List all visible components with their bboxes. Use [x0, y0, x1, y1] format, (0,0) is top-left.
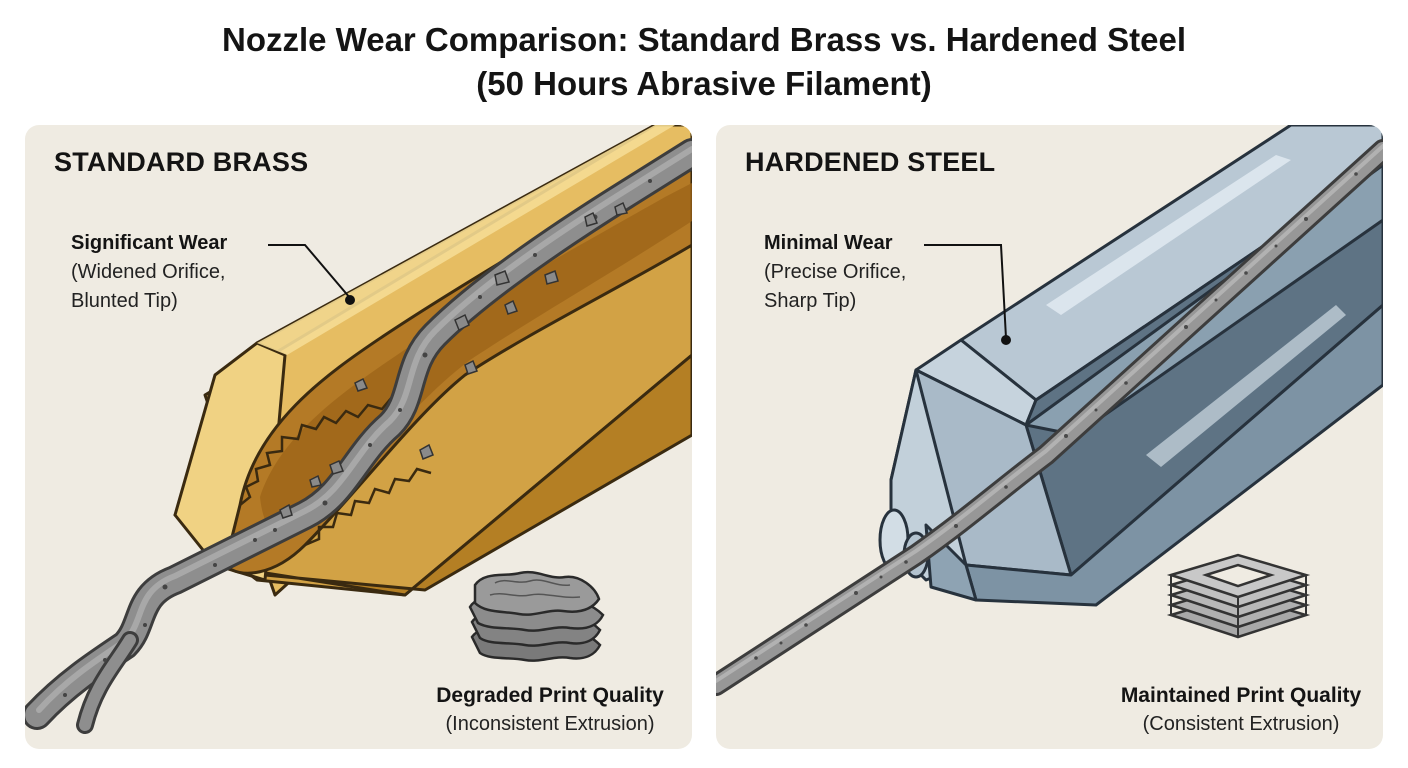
- brass-wear-line-1: (Widened Orifice,: [71, 261, 226, 283]
- brass-quality-label: Degraded Print Quality (Inconsistent Ext…: [405, 681, 692, 739]
- steel-quality-label: Maintained Print Quality (Consistent Ext…: [1096, 681, 1383, 739]
- degraded-print-icon: [468, 570, 605, 662]
- brass-heading: STANDARD BRASS: [54, 147, 309, 177]
- steel-quality-sub: (Consistent Extrusion): [1142, 713, 1340, 735]
- brass-nozzle-illustration: [25, 125, 692, 734]
- brass-quality-head: Degraded Print Quality: [436, 684, 664, 707]
- brass-wear-head: Significant Wear: [71, 232, 228, 254]
- steel-wear-line-1: (Precise Orifice,: [764, 261, 907, 283]
- steel-heading: HARDENED STEEL: [745, 147, 996, 177]
- title-line-1: Nozzle Wear Comparison: Standard Brass v…: [221, 21, 1186, 58]
- steel-panel: HARDENED STEEL Minimal Wear (Precise Ori…: [716, 125, 1383, 749]
- maintained-print-icon: [1166, 553, 1311, 639]
- steel-wear-line-2: Sharp Tip): [764, 290, 857, 312]
- brass-callout-dot: [345, 295, 355, 305]
- steel-quality-head: Maintained Print Quality: [1120, 684, 1362, 707]
- brass-wear-line-2: Blunted Tip): [71, 290, 178, 312]
- steel-wear-head: Minimal Wear: [764, 232, 893, 254]
- title-line-2: (50 Hours Abrasive Filament): [476, 65, 932, 102]
- brass-panel: STANDARD BRASS Significant Wear (Widened…: [25, 125, 692, 749]
- page-title: Nozzle Wear Comparison: Standard Brass v…: [0, 18, 1408, 106]
- brass-filament: [25, 138, 692, 734]
- steel-filament: [716, 139, 1383, 696]
- steel-wear-callout: Minimal Wear (Precise Orifice, Sharp Tip…: [764, 229, 906, 316]
- steel-callout-dot: [1001, 335, 1011, 345]
- steel-nozzle-illustration: [716, 125, 1383, 696]
- brass-quality-sub: (Inconsistent Extrusion): [445, 713, 655, 735]
- brass-wear-callout: Significant Wear (Widened Orifice, Blunt…: [71, 229, 227, 316]
